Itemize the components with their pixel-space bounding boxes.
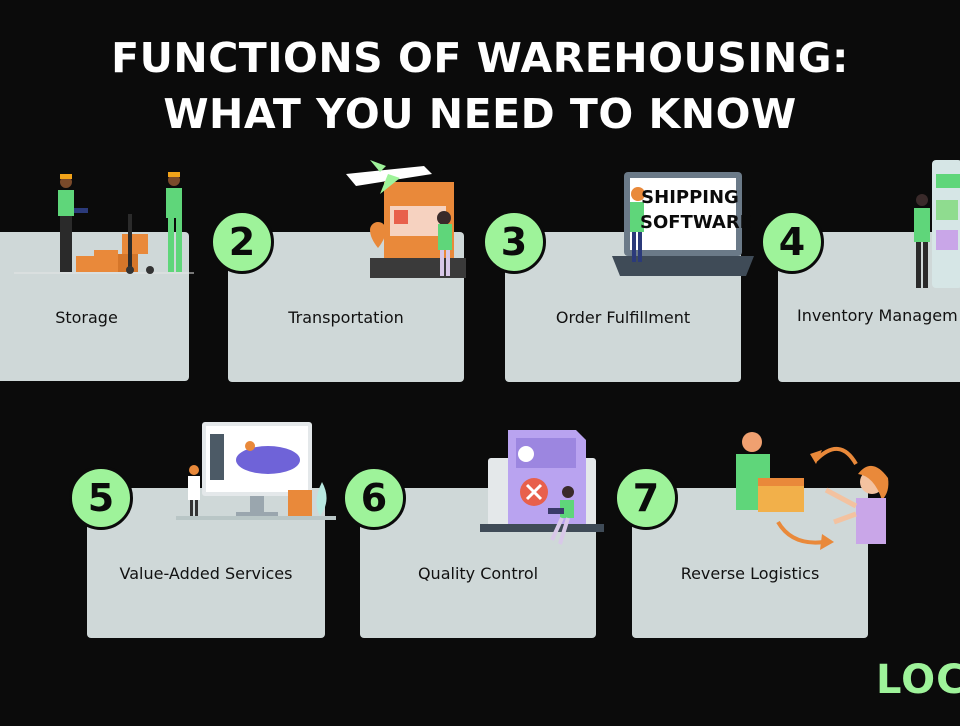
card-label: Storage <box>55 308 118 327</box>
number-badge-4: 4 <box>760 210 824 274</box>
number-badge-7: 7 <box>614 466 678 530</box>
monitor-map-illustration <box>176 422 336 520</box>
number-badge-5: 5 <box>69 466 133 530</box>
airplane-parcel-illustration <box>346 160 466 278</box>
laptop-illustration <box>612 172 754 276</box>
quality-check-illustration <box>480 430 604 545</box>
number-badge-2: 2 <box>210 210 274 274</box>
card-label: Reverse Logistics <box>680 564 820 583</box>
returns-exchange-illustration <box>736 432 889 550</box>
card-label: Transportation <box>288 308 404 327</box>
number-badge-3: 3 <box>482 210 546 274</box>
number-badge-6: 6 <box>342 466 406 530</box>
page-title-line-1: FUNCTIONS OF WAREHOUSING: <box>111 34 849 82</box>
card-label: Order Fulfillment <box>555 308 691 327</box>
brand-logo: LOC <box>876 657 960 703</box>
warehouse-workers-illustration <box>14 172 194 274</box>
card-label: Value-Added Services <box>119 564 293 583</box>
laptop-screen-text-line-1: SHIPPING <box>641 187 739 208</box>
card-label: Inventory Managem <box>797 306 958 325</box>
card-label: Quality Control <box>417 564 539 583</box>
page-title-line-2: WHAT YOU NEED TO KNOW <box>163 90 797 138</box>
laptop-screen-text-line-2: SOFTWARE <box>640 212 752 233</box>
inventory-screen-illustration <box>914 160 960 288</box>
